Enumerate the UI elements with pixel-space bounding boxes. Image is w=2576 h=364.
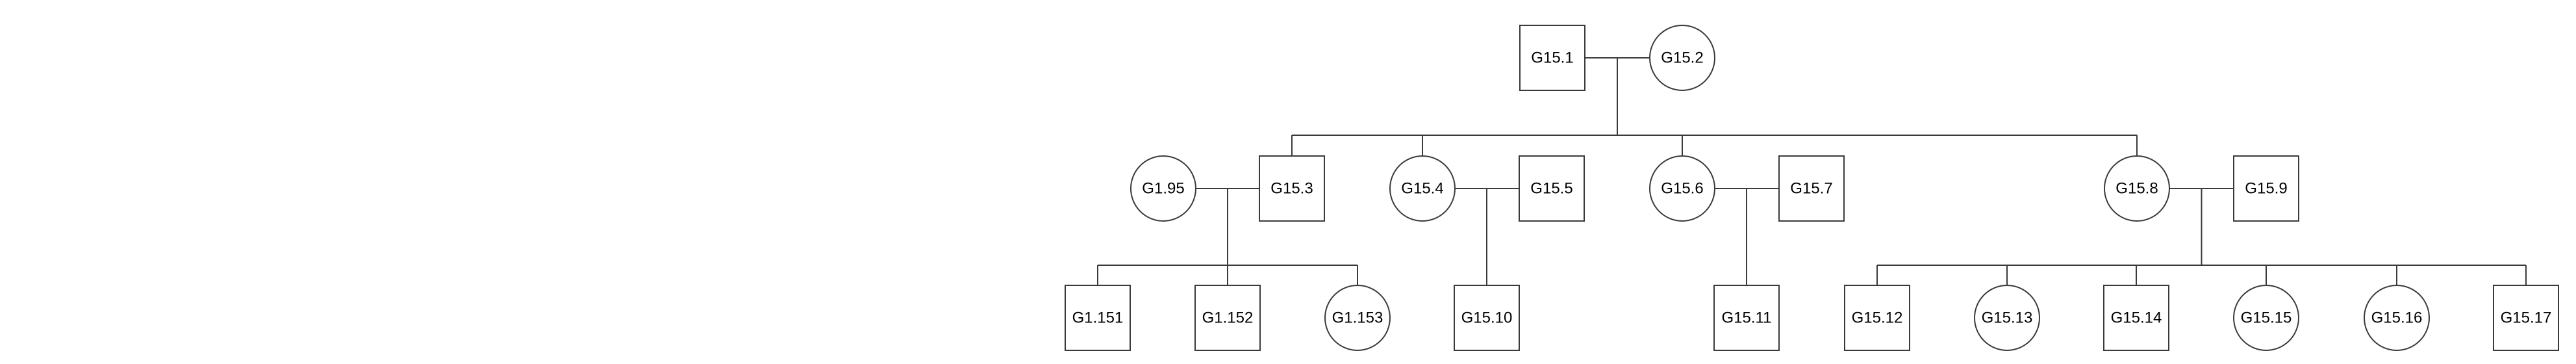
male-square-symbol [1519,25,1585,91]
person-label: G15.5 [1530,180,1572,198]
female-circle-symbol [2104,155,2170,222]
person-node-g15-3[interactable]: G15.3 [1259,155,1325,222]
person-label: G1.152 [1202,309,1254,327]
male-square-symbol [1454,285,1520,351]
person-node-g15-5[interactable]: G15.5 [1519,155,1585,222]
person-node-g15-11[interactable]: G15.11 [1713,285,1780,351]
person-node-g1-151[interactable]: G1.151 [1065,285,1131,351]
male-square-symbol [1194,285,1261,351]
male-square-symbol [2103,285,2169,351]
person-label: G15.3 [1270,180,1313,198]
person-label: G15.2 [1661,49,1703,67]
person-node-g15-1[interactable]: G15.1 [1519,25,1585,91]
person-label: G15.7 [1790,180,1832,198]
person-node-g15-4[interactable]: G15.4 [1389,155,1456,222]
male-square-symbol [2493,285,2559,351]
person-label: G15.12 [1852,309,1903,327]
person-node-g15-8[interactable]: G15.8 [2104,155,2170,222]
male-square-symbol [1259,155,1325,222]
person-label: G15.14 [2111,309,2162,327]
person-node-g1-95[interactable]: G1.95 [1130,155,1196,222]
person-label: G15.1 [1531,49,1573,67]
female-circle-symbol [1649,155,1715,222]
female-circle-symbol [1324,285,1391,351]
person-node-g15-13[interactable]: G15.13 [1974,285,2040,351]
person-node-g15-16[interactable]: G15.16 [2364,285,2430,351]
male-square-symbol [1519,155,1585,222]
person-node-g1-153[interactable]: G1.153 [1324,285,1391,351]
person-label: G1.153 [1332,309,1383,327]
person-label: G15.4 [1401,180,1443,198]
person-node-g15-9[interactable]: G15.9 [2233,155,2299,222]
male-square-symbol [1065,285,1131,351]
male-square-symbol [1713,285,1780,351]
person-node-g15-14[interactable]: G15.14 [2103,285,2169,351]
person-label: G15.16 [2371,309,2423,327]
female-circle-symbol [1649,25,1715,91]
person-label: G15.10 [1461,309,1513,327]
person-label: G15.6 [1661,180,1703,198]
person-label: G15.15 [2241,309,2292,327]
female-circle-symbol [1974,285,2040,351]
male-square-symbol [2233,155,2299,222]
person-label: G15.17 [2501,309,2552,327]
person-node-g15-2[interactable]: G15.2 [1649,25,1715,91]
person-node-g15-15[interactable]: G15.15 [2233,285,2299,351]
person-node-g15-17[interactable]: G15.17 [2493,285,2559,351]
female-circle-symbol [2233,285,2299,351]
person-node-g15-12[interactable]: G15.12 [1844,285,1910,351]
person-label: G1.95 [1142,180,1184,198]
female-circle-symbol [2364,285,2430,351]
person-label: G15.9 [2245,180,2287,198]
person-label: G15.11 [1722,309,1772,327]
person-node-g15-10[interactable]: G15.10 [1454,285,1520,351]
male-square-symbol [1844,285,1910,351]
person-label: G1.151 [1072,309,1124,327]
person-label: G15.13 [1982,309,2033,327]
person-label: G15.8 [2115,180,2158,198]
female-circle-symbol [1389,155,1456,222]
person-node-g1-152[interactable]: G1.152 [1194,285,1261,351]
person-node-g15-6[interactable]: G15.6 [1649,155,1715,222]
person-node-g15-7[interactable]: G15.7 [1778,155,1845,222]
male-square-symbol [1778,155,1845,222]
female-circle-symbol [1130,155,1196,222]
